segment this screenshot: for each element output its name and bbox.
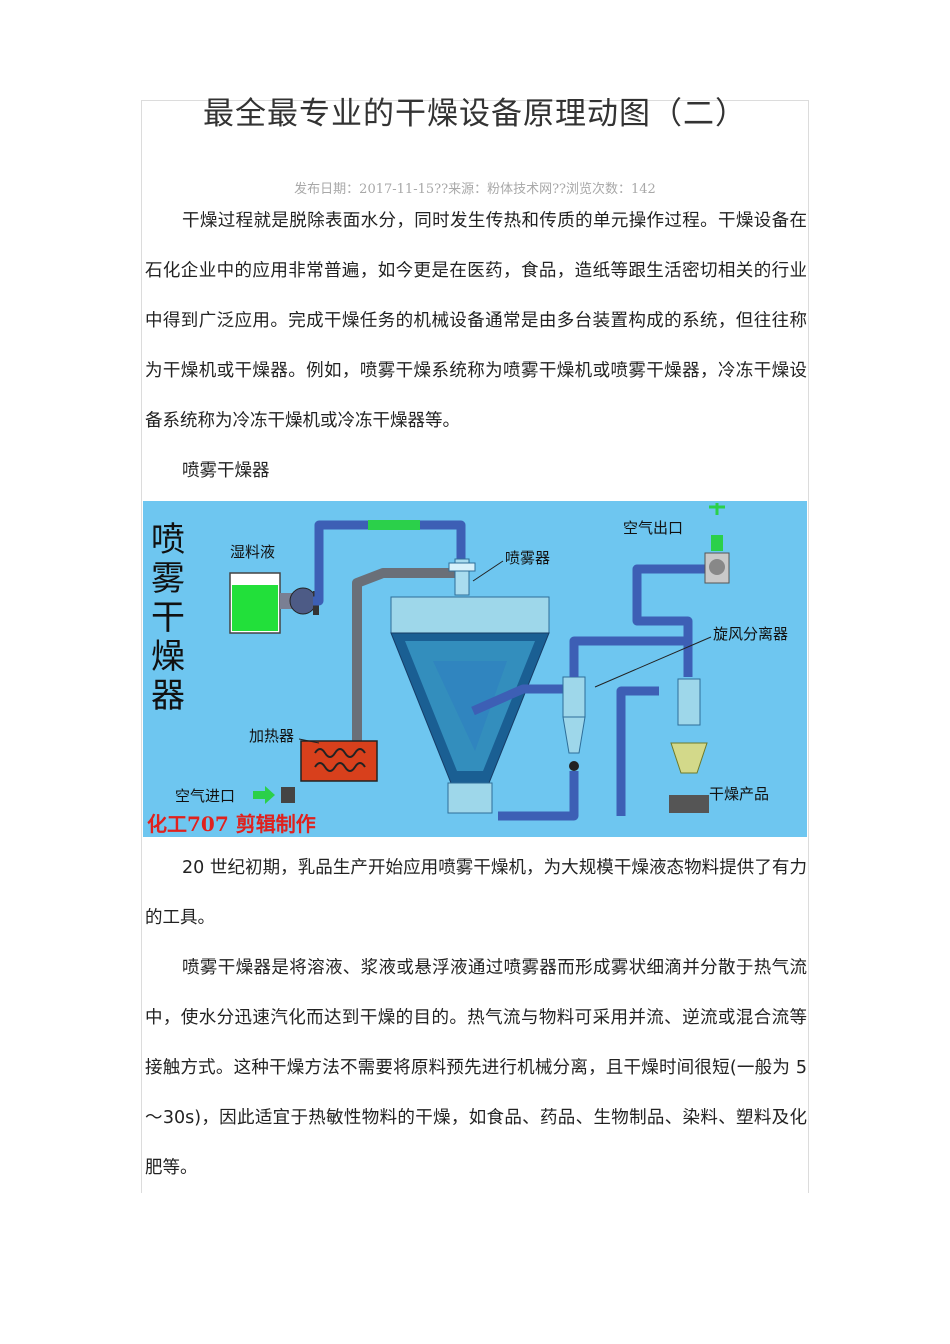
cyclone-pointer — [594, 636, 712, 688]
diagram-title-char: 干 — [151, 598, 185, 638]
article-meta: 发布日期：2017-11-15??来源：粉体技术网??浏览次数：142 — [294, 182, 656, 197]
outlet-pipe — [471, 684, 563, 716]
label-product: 干燥产品 — [709, 785, 769, 803]
inlet-connector — [281, 787, 295, 803]
label-atomizer: 喷雾器 — [505, 549, 550, 567]
atomizer-pointer — [472, 560, 504, 582]
diagram-title-char: 喷 — [151, 520, 185, 560]
exhaust-fan — [704, 503, 730, 584]
feed-pipe — [313, 520, 466, 606]
history-paragraph: 20 世纪初期，乳品生产开始应用喷雾干燥机，为大规模干燥液态物料提供了有力的工具… — [145, 858, 807, 928]
liquid-tank — [229, 572, 281, 634]
credit-text: 化工707 剪辑制作 — [147, 812, 316, 836]
diagram-title-char: 燥 — [151, 637, 185, 677]
cyclone-2 — [669, 678, 709, 813]
article-frame — [141, 100, 809, 1193]
pipe-network — [498, 564, 707, 821]
drying-chamber — [390, 596, 550, 814]
section-heading: 喷雾干燥器 — [182, 461, 270, 481]
label-air-outlet: 空气出口 — [623, 519, 683, 537]
label-air-inlet: 空气进口 — [175, 787, 235, 805]
hot-air-pipe — [352, 568, 455, 769]
heater-pointer — [298, 738, 320, 744]
cyclone-1 — [562, 676, 586, 771]
page-title: 最全最专业的干燥设备原理动图（二） — [203, 96, 747, 132]
label-wet-liquid: 湿料液 — [230, 543, 275, 561]
atomizer — [448, 558, 476, 596]
diagram-title-char: 器 — [151, 676, 185, 716]
label-cyclone: 旋风分离器 — [713, 625, 788, 643]
air-inlet-arrow — [253, 786, 275, 804]
diagram-title-char: 雾 — [151, 559, 185, 599]
description-paragraph: 喷雾干燥器是将溶液、浆液或悬浮液通过喷雾器而形成雾状细滴并分散于热气流中，使水分… — [145, 958, 807, 1178]
flow-indicator — [368, 520, 420, 530]
heater — [300, 740, 378, 782]
label-heater: 加热器 — [249, 727, 294, 745]
spray-dryer-diagram: 喷 雾 干 燥 器 湿料液 喷雾器 — [143, 501, 807, 837]
intro-paragraph: 干燥过程就是脱除表面水分，同时发生传热和传质的单元操作过程。干燥设备在石化企业中… — [145, 211, 807, 431]
